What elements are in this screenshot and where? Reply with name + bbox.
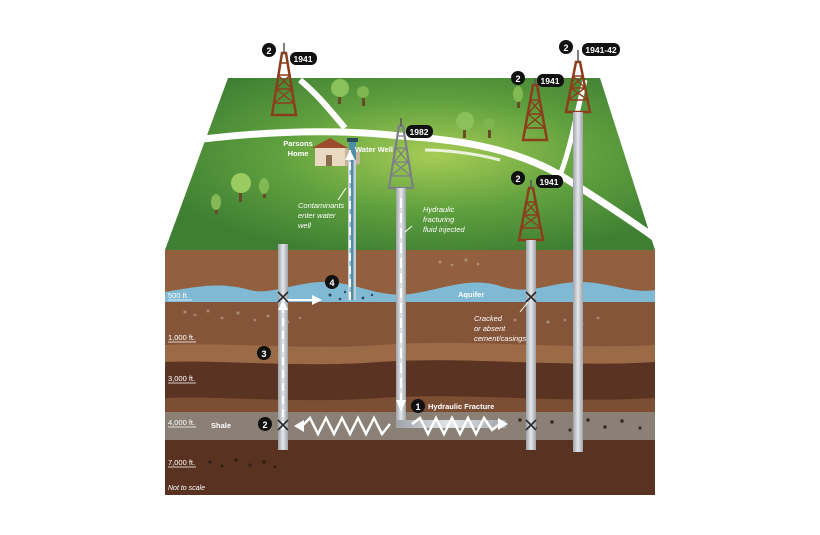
step-marker-1: 1	[411, 399, 425, 413]
svg-text:3: 3	[261, 349, 266, 359]
svg-text:2: 2	[262, 420, 267, 430]
badge-1982: 1982	[406, 125, 433, 138]
tree-icon	[357, 86, 369, 106]
marker-number: 2	[563, 43, 568, 53]
depth-label: 7,000 ft.	[168, 458, 195, 467]
depth-label: 500 ft.	[168, 291, 189, 300]
depth-label: 4,000 ft.	[168, 418, 195, 427]
tree-icon	[259, 178, 269, 198]
contaminants-label-2: enter water	[298, 211, 336, 220]
marker-number: 2	[266, 46, 271, 56]
tree-icon	[513, 86, 523, 108]
marker-number: 2	[515, 174, 520, 184]
crack-mark	[525, 419, 537, 431]
step-marker-4: 4	[325, 275, 339, 289]
svg-text:1: 1	[415, 402, 420, 412]
cracked-label-3: cement/casings	[474, 334, 526, 343]
tree-icon	[456, 112, 474, 138]
water-well-label: Water Well	[355, 145, 393, 154]
road-main	[194, 128, 658, 241]
tree-icon	[483, 118, 495, 138]
marker-number: 2	[515, 74, 520, 84]
parsons-home-label: Parsons	[283, 139, 313, 148]
fluid-label-3: fluid injected	[423, 225, 466, 234]
year-label: 1941-42	[585, 45, 616, 55]
depth-scale: 500 ft. 1,000 ft. 3,000 ft. 4,000 ft. 7,…	[168, 291, 196, 468]
depth-label: 3,000 ft.	[168, 374, 195, 383]
step-markers: 4 3 2 1	[257, 275, 425, 431]
contaminants-label-3: well	[298, 221, 311, 230]
svg-text:4: 4	[329, 278, 334, 288]
badge-1941-mid: 2 1941	[511, 71, 564, 87]
road-north	[298, 77, 348, 130]
parsons-home-label-2: Home	[288, 149, 309, 158]
not-to-scale-label: Not to scale	[168, 485, 205, 492]
year-label: 1941	[541, 76, 560, 86]
cracked-label-2: or absent	[474, 324, 506, 333]
fluid-label: Hydraulic	[423, 205, 455, 214]
road-east	[557, 79, 588, 176]
flow-arrows	[278, 150, 508, 437]
old-well-casing-right	[573, 112, 583, 452]
crack-mark	[277, 419, 289, 431]
year-label: 1982	[410, 127, 429, 137]
fracture-zigzag-right	[411, 415, 501, 437]
contaminants-label: Contaminants	[298, 201, 345, 210]
crack-mark	[277, 291, 289, 303]
fracture-zigzag-left	[301, 415, 391, 437]
tree-icon	[211, 194, 221, 214]
hydraulic-fracture-label: Hydraulic Fracture	[428, 402, 494, 411]
cracked-casing-marks	[277, 291, 537, 431]
shale-label: Shale	[211, 421, 231, 430]
aquifer-label: Aquifer	[458, 290, 484, 299]
tree-icon	[231, 173, 251, 202]
oil-derrick-icon	[270, 43, 298, 117]
badge-1941-left: 2 1941	[262, 43, 317, 65]
depth-label: 1,000 ft.	[168, 333, 195, 342]
water-well-head	[347, 138, 358, 160]
step-marker-2: 2	[258, 417, 272, 431]
text-labels: Parsons Home Water Well Contaminants ent…	[168, 139, 526, 492]
badge-1941-lower: 2 1941	[511, 171, 563, 188]
crack-mark	[525, 291, 537, 303]
badge-1941-42: 2 1941-42	[559, 40, 620, 56]
year-badges: 2 1941 2 1941-42 2 1941 2 1941 1982	[262, 40, 620, 188]
cracked-label: Cracked	[474, 314, 503, 323]
oil-derrick-icon	[521, 78, 549, 142]
year-label: 1941	[540, 177, 559, 187]
year-label: 1941	[294, 54, 313, 64]
step-marker-3: 3	[257, 346, 271, 360]
trees	[211, 79, 523, 214]
fluid-label-2: fracturing	[423, 215, 455, 224]
old-well-casing-mid	[526, 240, 536, 450]
horizontal-bore	[396, 420, 506, 428]
tree-icon	[331, 79, 349, 104]
